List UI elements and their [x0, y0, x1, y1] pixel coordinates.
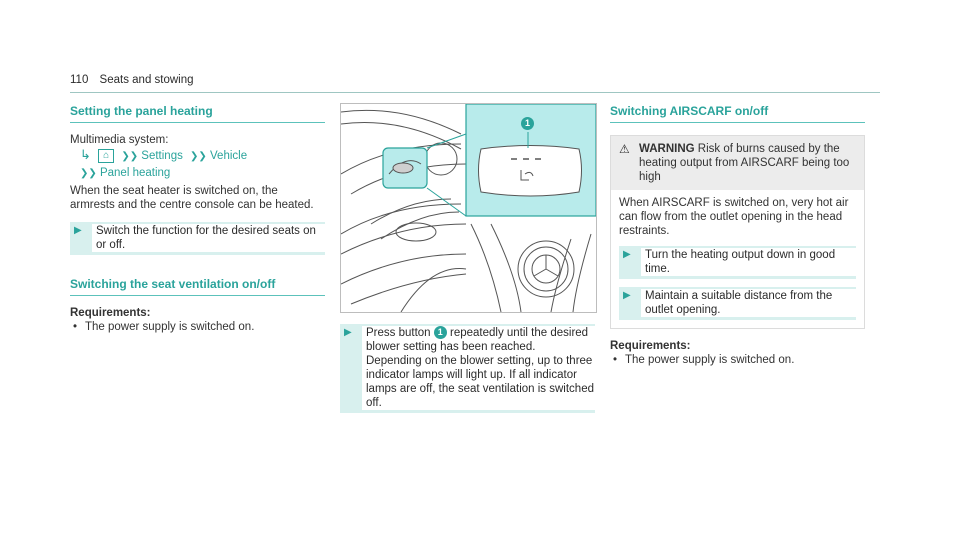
heading-panel-heating: Setting the panel heating — [70, 104, 325, 123]
requirement-item: • The power supply is switched on. — [70, 320, 325, 334]
step-arrow-icon: ▶ — [623, 290, 631, 301]
requirements-label: Requirements: — [70, 307, 151, 319]
column-seat-ventilation-steps: ▶ Press button 1 repeatedly until the de… — [340, 324, 595, 413]
chevron-right-icon: ❯❯ — [190, 151, 207, 162]
step-text-post: repeatedly until the desired blower sett… — [366, 327, 589, 353]
requirement-text: The power supply is switched on. — [85, 321, 255, 333]
step-switch-function: ▶ Switch the function for the desired se… — [70, 222, 325, 255]
step-text-pre: Press button — [366, 327, 431, 339]
warning-text: Risk of burns caused by the heating outp… — [639, 143, 850, 183]
warning-box: ⚠ WARNING Risk of burns caused by the he… — [610, 135, 865, 329]
callout-1-inline: 1 — [433, 326, 447, 340]
warning-step-2: ▶ Maintain a suitable distance from the … — [619, 287, 856, 320]
bullet-icon: • — [73, 321, 78, 333]
column-airscarf: Switching AIRSCARF on/off ⚠ WARNING Risk… — [610, 104, 865, 367]
menu-vehicle[interactable]: Vehicle — [210, 150, 248, 162]
warning-label: WARNING — [639, 143, 695, 155]
menu-arrow-icon: ↳ — [80, 147, 91, 162]
requirement-text: The power supply is switched on. — [625, 354, 795, 366]
step-text: Turn the heating output down in good tim… — [641, 248, 856, 276]
warning-triangle-icon: ⚠ — [619, 142, 630, 156]
step-press-button: ▶ Press button 1 repeatedly until the de… — [340, 324, 595, 413]
step-text: Maintain a suitable distance from the ou… — [641, 289, 856, 317]
step-arrow-icon: ▶ — [344, 327, 352, 338]
page-number: 110 — [70, 74, 89, 86]
section-title: Seats and stowing — [99, 74, 194, 86]
requirement-item: • The power supply is switched on. — [610, 353, 865, 367]
chevron-right-icon: ❯❯ — [80, 168, 97, 179]
column-panel-heating: Setting the panel heating Multimedia sys… — [70, 104, 325, 334]
menu-path: ↳ ⌂ ❯❯ Settings ❯❯ Vehicle — [70, 147, 325, 165]
requirements-label: Requirements: — [610, 340, 691, 352]
menu-panel-heating[interactable]: Panel heating — [99, 167, 171, 179]
bullet-icon: • — [613, 354, 618, 366]
home-icon[interactable]: ⌂ — [98, 148, 115, 163]
step-arrow-icon: ▶ — [623, 249, 631, 260]
heading-seat-ventilation: Switching the seat ventilation on/off — [70, 277, 325, 296]
paragraph-panel-heating: When the seat heater is switched on, the… — [70, 185, 314, 211]
chevron-right-icon: ❯❯ — [121, 151, 139, 162]
step-arrow-icon: ▶ — [74, 225, 82, 236]
heading-airscarf: Switching AIRSCARF on/off — [610, 104, 865, 123]
step-text-para2: Depending on the blower setting, up to t… — [366, 355, 594, 409]
warning-body: When AIRSCARF is switched on, very hot a… — [619, 197, 849, 237]
warning-step-1: ▶ Turn the heating output down in good t… — [619, 246, 856, 279]
menu-settings[interactable]: Settings — [141, 150, 183, 162]
seat-ventilation-illustration: 1 — [340, 103, 597, 313]
door-panel-drawing — [341, 104, 596, 312]
callout-1: 1 — [521, 117, 534, 130]
menu-path-line2: ❯❯ Panel heating — [70, 165, 325, 182]
step-text: Switch the function for the desired seat… — [92, 224, 325, 252]
menu-label: Multimedia system: — [70, 134, 169, 146]
page-header: 110 Seats and stowing — [70, 74, 880, 93]
